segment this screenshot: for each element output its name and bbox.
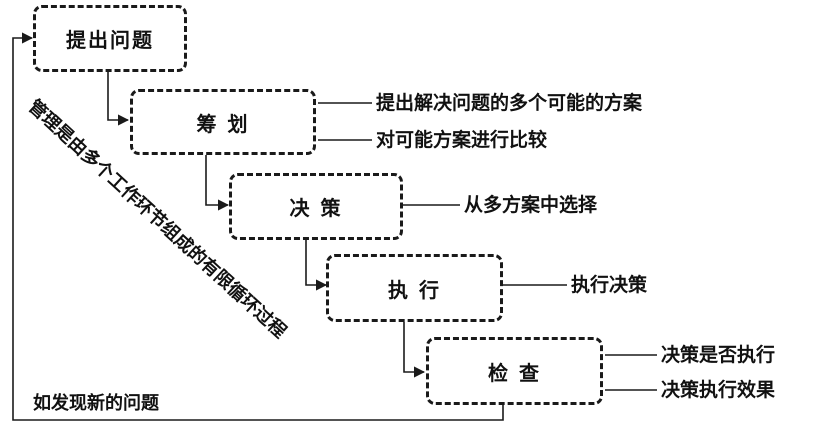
step-label-raise-problem: 提出问题: [66, 28, 154, 52]
step-label-check: 检 查: [488, 360, 541, 385]
step-box-execute: 执 行: [326, 254, 503, 322]
step-box-plan: 筹 划: [130, 89, 316, 155]
feedback-loop-line: [12, 32, 504, 421]
step-box-raise-problem: 提出问题: [33, 5, 187, 72]
connector-3: [305, 240, 328, 291]
note-execute: 执行决策: [571, 274, 648, 296]
connector-1: [107, 72, 130, 126]
note-check-2: 决策执行效果: [661, 379, 776, 401]
connector-2: [205, 155, 230, 211]
note-check-1: 决策是否执行: [661, 344, 776, 366]
note-plan-1: 提出解决问题的多个可能的方案: [376, 92, 643, 114]
note-decide: 从多方案中选择: [464, 194, 598, 216]
step-box-check: 检 查: [426, 337, 603, 405]
step-label-plan: 筹 划: [196, 111, 250, 136]
step-label-decide: 决 策: [289, 196, 343, 220]
note-plan-2: 对可能方案进行比较: [376, 129, 548, 151]
connector-4: [403, 322, 426, 378]
step-box-decide: 决 策: [229, 173, 403, 240]
feedback-loop-label: 如发现新的问题: [33, 393, 159, 414]
step-label-execute: 执 行: [388, 277, 441, 302]
